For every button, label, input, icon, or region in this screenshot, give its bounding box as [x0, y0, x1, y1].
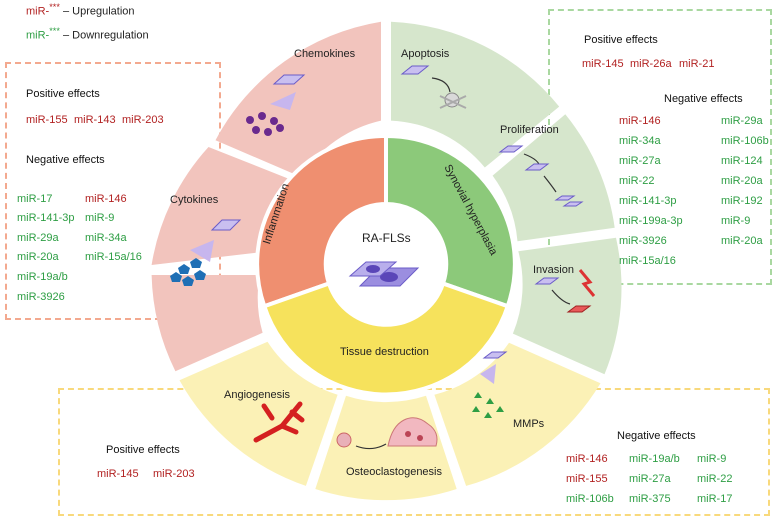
chemokine-dots-icon [246, 112, 284, 136]
tissue-positive-1: miR-145 [97, 468, 139, 480]
inflammation-neg-c1-5: miR-19a/b [17, 271, 68, 283]
legend-downregulation: miR-*** – Downregulation [26, 26, 149, 42]
label-mmps: MMPs [513, 418, 545, 430]
sector-cytokines [151, 147, 294, 265]
inflammation-neg-c2-1: miR-146 [85, 193, 127, 205]
synovial-neg-c1-1: miR-146 [619, 115, 661, 127]
sector-cytokines-lower [151, 275, 263, 372]
invasion-illustration-icon [534, 269, 596, 313]
sector-apoptosis [391, 21, 560, 168]
inflammation-positive-2: miR-143 [74, 114, 116, 126]
cytokine-arrow-icon [190, 240, 214, 262]
tissue-neg-c1-3: miR-106b [566, 493, 614, 505]
synovial-neg-c1-2: miR-34a [619, 135, 661, 147]
tissue-neg-c2-2: miR-27a [629, 473, 671, 485]
synovial-neg-c2-4: miR-20a [721, 175, 763, 187]
tissue-neg-c3-2: miR-22 [697, 473, 733, 485]
synovial-negative-title: Negative effects [664, 93, 743, 105]
synovial-positive-title: Positive effects [584, 34, 658, 46]
synovial-positive-3: miR-21 [679, 58, 715, 70]
synovial-neg-c2-1: miR-29a [721, 115, 763, 127]
synovial-neg-c1-7: miR-3926 [619, 235, 667, 247]
tissue-neg-c1-1: miR-146 [566, 453, 608, 465]
sector-mmps [434, 342, 601, 486]
tissue-neg-c2-1: miR-19a/b [629, 453, 680, 465]
apoptosis-illustration-icon [400, 65, 467, 109]
cytokine-pentagons-icon [170, 258, 206, 286]
inner-label-tissue: Tissue destruction [340, 346, 429, 358]
synovial-neg-c1-6: miR-199a-3p [619, 215, 683, 227]
tissue-positive-2: miR-203 [153, 468, 195, 480]
legend-down-prefix: miR- [26, 29, 50, 42]
synovial-positive-1: miR-145 [582, 58, 624, 70]
osteoclastogenesis-illustration-icon [336, 417, 438, 450]
tissue-neg-c1-2: miR-155 [566, 473, 608, 485]
legend-up-prefix: miR- [26, 5, 50, 18]
inflammation-positive-title: Positive effects [26, 88, 100, 100]
label-apoptosis: Apoptosis [401, 48, 450, 60]
legend-down-stars: *** [49, 26, 60, 36]
inflammation-neg-c1-2: miR-141-3p [17, 212, 75, 224]
angiogenesis-illustration-icon [253, 401, 305, 443]
inner-synovial [384, 133, 517, 309]
tissue-neg-c2-3: miR-375 [629, 493, 671, 505]
inflammation-neg-c2-2: miR-9 [85, 212, 115, 224]
legend-upregulation: miR-*** – Upregulation [26, 2, 135, 18]
inner-tissue [261, 280, 511, 397]
chemokine-cell-icon [272, 74, 306, 85]
inflammation-positive-1: miR-155 [26, 114, 68, 126]
center-label: RA-FLSs [362, 231, 411, 245]
synovial-neg-c1-8: miR-15a/16 [619, 255, 676, 267]
inner-inflammation [255, 133, 388, 309]
mmps-illustration-icon [472, 351, 508, 418]
legend-up-stars: *** [49, 2, 60, 12]
inflammation-neg-c2-3: miR-34a [85, 232, 127, 244]
label-invasion: Invasion [533, 264, 574, 276]
sector-angiogenesis [179, 341, 338, 486]
legend-up-label: – Upregulation [62, 5, 135, 18]
label-cytokines: Cytokines [170, 194, 219, 206]
sector-invasion [512, 237, 622, 375]
label-proliferation: Proliferation [500, 124, 559, 136]
synovial-positive-2: miR-26a [630, 58, 672, 70]
synovial-neg-c2-7: miR-20a [721, 235, 763, 247]
synovial-neg-c2-5: miR-192 [721, 195, 763, 207]
tissue-neg-c3-1: miR-9 [697, 453, 727, 465]
tissue-negative-title: Negative effects [617, 430, 696, 442]
inflammation-positive-3: miR-203 [122, 114, 164, 126]
sector-chemokines [215, 21, 381, 177]
synovial-neg-c2-3: miR-124 [721, 155, 763, 167]
inflammation-neg-c1-4: miR-20a [17, 251, 59, 263]
synovial-neg-c1-5: miR-141-3p [619, 195, 677, 207]
synovial-neg-c1-3: miR-27a [619, 155, 661, 167]
synovial-neg-c1-4: miR-22 [619, 175, 655, 187]
label-chemokines: Chemokines [294, 48, 356, 60]
sector-proliferation [492, 114, 615, 242]
proliferation-illustration-icon [498, 145, 584, 207]
inflammation-neg-c2-4: miR-15a/16 [85, 251, 142, 263]
synovial-neg-c2-2: miR-106b [721, 135, 769, 147]
tissue-neg-c3-3: miR-17 [697, 493, 733, 505]
tissue-positive-title: Positive effects [106, 444, 180, 456]
chemokine-arrow-icon [270, 92, 296, 110]
legend-down-label: – Downregulation [62, 29, 149, 42]
center-cell-icon [348, 261, 420, 287]
inflammation-neg-c1-6: miR-3926 [17, 291, 65, 303]
synovial-neg-c2-6: miR-9 [721, 215, 751, 227]
label-angiogenesis: Angiogenesis [224, 389, 291, 401]
inflammation-neg-c1-1: miR-17 [17, 193, 53, 205]
cytokine-cell-icon [210, 219, 242, 231]
inflammation-neg-c1-3: miR-29a [17, 232, 59, 244]
label-osteoclastogenesis: Osteoclastogenesis [346, 466, 442, 478]
sector-osteoclastogenesis [315, 395, 457, 501]
inflammation-negative-title: Negative effects [26, 154, 105, 166]
